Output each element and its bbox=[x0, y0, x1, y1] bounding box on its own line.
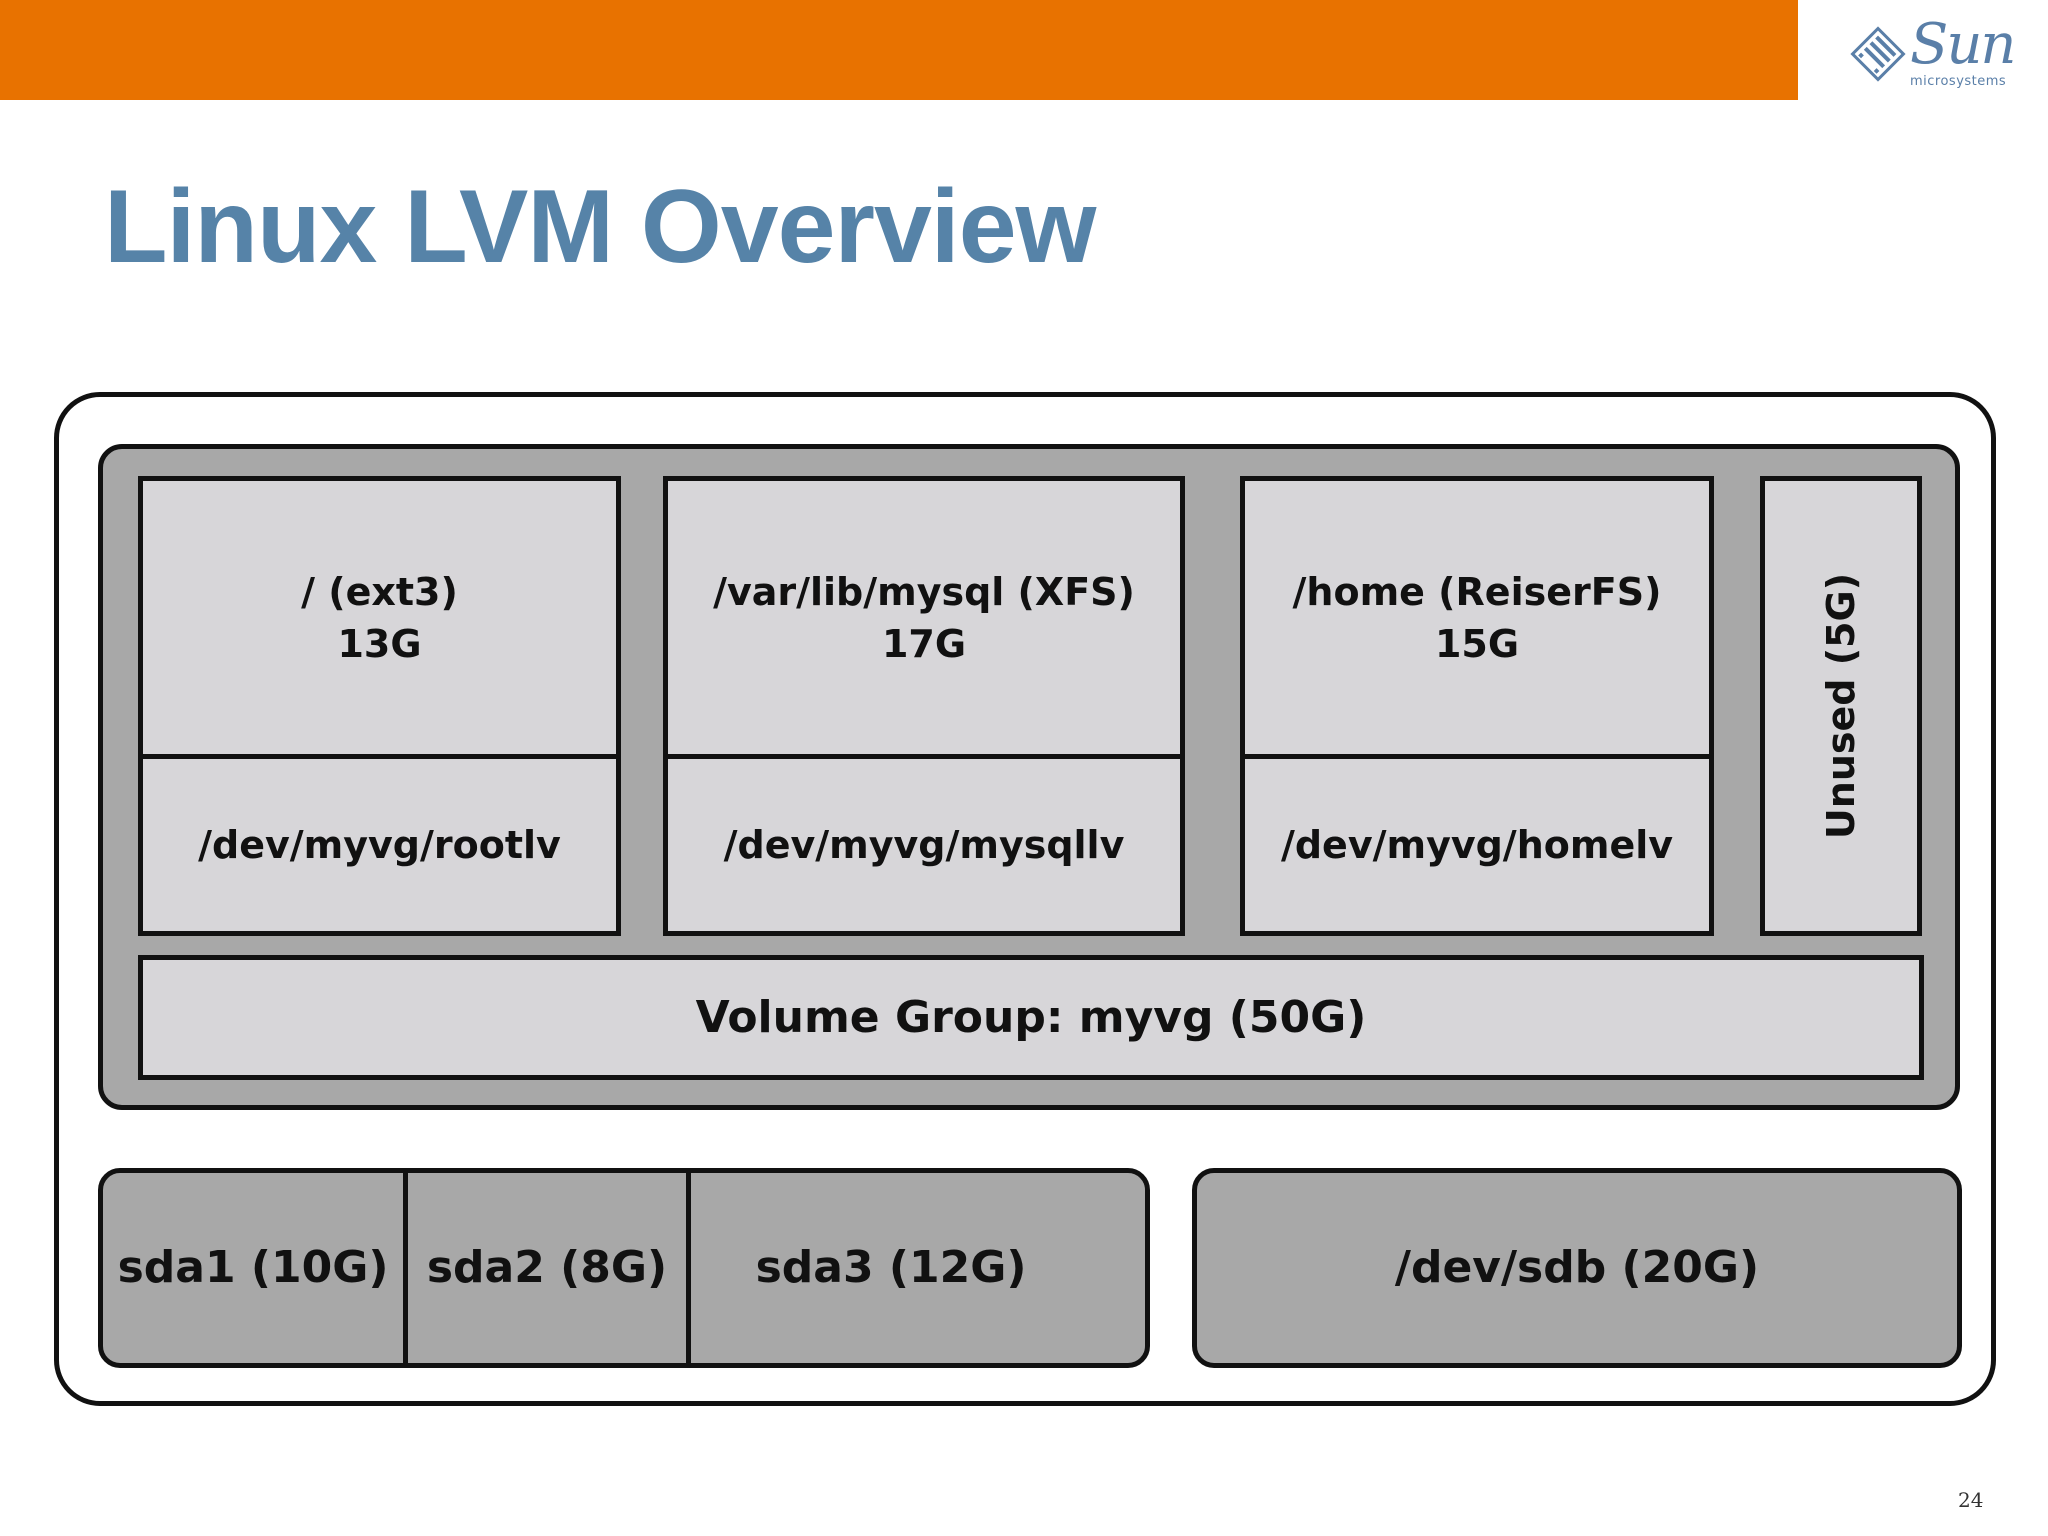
disk-sdb: /dev/sdb (20G) bbox=[1192, 1168, 1962, 1368]
lv-device: /dev/myvg/homelv bbox=[1245, 759, 1709, 931]
logical-volume-mysql: /var/lib/mysql (XFS) 17G /dev/myvg/mysql… bbox=[663, 476, 1185, 936]
lv-mount-label: /home (ReiserFS) bbox=[1292, 569, 1662, 614]
sun-logo: Sun microsystems bbox=[1848, 12, 2018, 94]
unused-space-label: Unused (5G) bbox=[1819, 572, 1863, 840]
lv-filesystem: /var/lib/mysql (XFS) 17G bbox=[668, 481, 1180, 759]
lv-device-label: /dev/myvg/rootlv bbox=[198, 823, 561, 867]
lv-size-label: 15G bbox=[1434, 621, 1520, 666]
lv-mount-label: / (ext3) bbox=[301, 569, 458, 614]
volume-group-bar: Volume Group: myvg (50G) bbox=[138, 955, 1924, 1080]
sun-wordmark: Sun bbox=[1910, 12, 2016, 77]
lv-filesystem: /home (ReiserFS) 15G bbox=[1245, 481, 1709, 759]
partition-divider bbox=[403, 1173, 408, 1363]
lv-device-label: /dev/myvg/homelv bbox=[1280, 823, 1674, 867]
partition-divider bbox=[686, 1173, 691, 1363]
sun-diamond-logo-icon bbox=[1850, 26, 1906, 82]
lv-size-label: 13G bbox=[337, 621, 422, 666]
logical-volume-home: /home (ReiserFS) 15G /dev/myvg/homelv bbox=[1240, 476, 1714, 936]
partition-sda1: sda1 (10G) bbox=[103, 1173, 403, 1363]
lv-filesystem: / (ext3) 13G bbox=[143, 481, 616, 759]
disk-sda: sda1 (10G) sda2 (8G) sda3 (12G) bbox=[98, 1168, 1150, 1368]
volume-group-label: Volume Group: myvg (50G) bbox=[695, 991, 1367, 1043]
partition-label: sda1 (10G) bbox=[117, 1242, 389, 1293]
lv-device: /dev/myvg/rootlv bbox=[143, 759, 616, 931]
header-banner bbox=[0, 0, 1798, 100]
partition-label: sda3 (12G) bbox=[755, 1242, 1027, 1293]
partition-sda3: sda3 (12G) bbox=[691, 1173, 1091, 1363]
lv-mount-label: /var/lib/mysql (XFS) bbox=[713, 569, 1135, 614]
unused-space-block: Unused (5G) bbox=[1760, 476, 1922, 936]
header-banner-curve bbox=[1770, 0, 1793, 100]
microsystems-wordmark: microsystems bbox=[1910, 74, 2007, 89]
page-number: 24 bbox=[1958, 1488, 1984, 1512]
partition-label: sda2 (8G) bbox=[426, 1242, 668, 1293]
partition-sda2: sda2 (8G) bbox=[408, 1173, 686, 1363]
lv-size-label: 17G bbox=[881, 621, 967, 666]
lv-device-label: /dev/myvg/mysqllv bbox=[723, 823, 1125, 867]
lv-device: /dev/myvg/mysqllv bbox=[668, 759, 1180, 931]
slide-title: Linux LVM Overview bbox=[104, 169, 1096, 285]
disk-sdb-label: /dev/sdb (20G) bbox=[1394, 1242, 1760, 1293]
logical-volume-root: / (ext3) 13G /dev/myvg/rootlv bbox=[138, 476, 621, 936]
